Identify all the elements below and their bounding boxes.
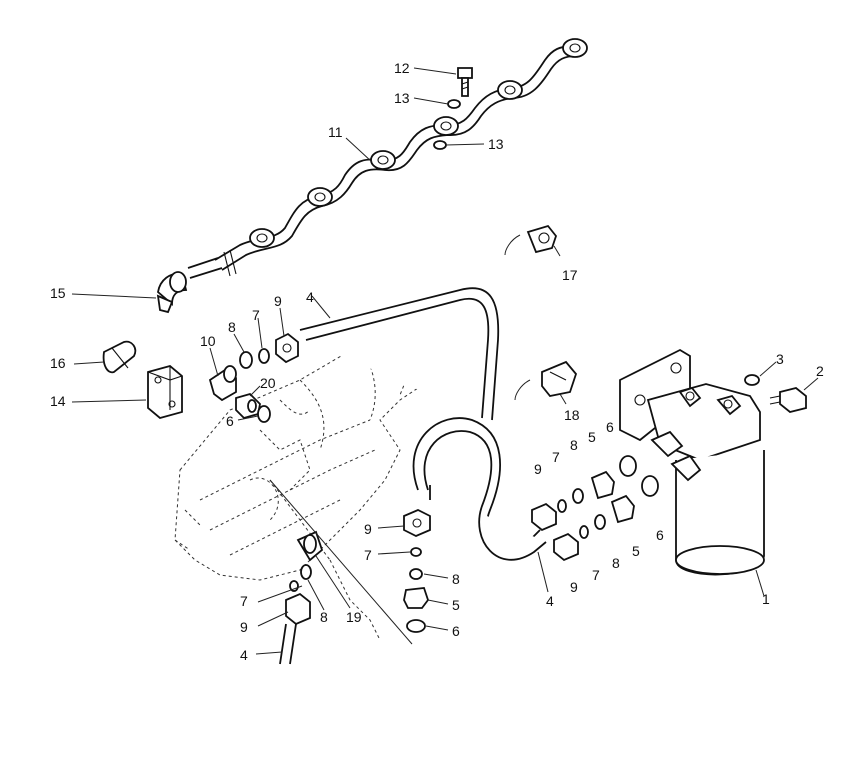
fitting-stack-vertical: [403, 509, 431, 633]
callout-4: 4: [546, 593, 554, 609]
callout-8: 8: [612, 555, 620, 571]
callout-11: 11: [328, 124, 343, 140]
callout-15: 15: [50, 285, 66, 301]
callout-18: 18: [564, 407, 580, 423]
fuel-rail-icon: [187, 38, 588, 279]
callout-5: 5: [588, 429, 596, 445]
callout-6: 6: [606, 419, 614, 435]
olive: [239, 351, 253, 369]
washer: [433, 140, 447, 150]
callout-9: 9: [534, 461, 542, 477]
callout-7: 7: [552, 449, 560, 465]
fuel-pipe-lower: [279, 623, 297, 665]
callout-3: 3: [776, 351, 784, 367]
callout-8: 8: [228, 319, 236, 335]
banjo-bolt: [457, 67, 473, 97]
bolt: [769, 387, 807, 413]
callout-9: 9: [364, 521, 372, 537]
pipe-clip: [526, 224, 558, 254]
callout-5: 5: [632, 543, 640, 559]
callout-16: 16: [50, 355, 66, 371]
leader-lines: [71, 67, 819, 655]
olive: [300, 564, 312, 580]
callout-19: 19: [346, 609, 362, 625]
callout-13: 13: [488, 136, 504, 152]
banjo-fitting: [102, 340, 137, 374]
callout-7: 7: [240, 593, 248, 609]
callout-8: 8: [452, 571, 460, 587]
callout-6: 6: [656, 527, 664, 543]
callout-6: 6: [226, 413, 234, 429]
callout-12: 12: [394, 60, 410, 76]
washer: [447, 99, 461, 109]
callout-6: 6: [452, 623, 460, 639]
callout-4: 4: [240, 647, 248, 663]
fitting-stack-upper: [531, 455, 637, 532]
callout-13: 13: [394, 90, 410, 106]
fuel-filter-icon: [619, 348, 765, 576]
washer: [257, 405, 271, 423]
washer: [744, 374, 760, 386]
callout-8: 8: [320, 609, 328, 625]
callout-17: 17: [562, 267, 578, 283]
callout-9: 9: [274, 293, 282, 309]
callout-9: 9: [570, 579, 578, 595]
callout-2: 2: [816, 363, 824, 379]
callout-7: 7: [364, 547, 372, 563]
callout-5: 5: [452, 597, 460, 613]
union-block: [147, 365, 183, 419]
fuel-pipe: [299, 287, 500, 421]
callout-9: 9: [240, 619, 248, 635]
elbow-union: [156, 271, 188, 314]
callout-4: 4: [306, 289, 314, 305]
union-20: [235, 392, 261, 420]
callout-8: 8: [570, 437, 578, 453]
nut: [275, 332, 299, 364]
fuel-pipe-loop: [412, 417, 547, 561]
connector-10: [208, 365, 237, 402]
callout-1: 1: [762, 591, 770, 607]
callout-labels: 12 13 11 13 17 15 4 9 8 7 10 16 3 2 20 1…: [50, 60, 824, 663]
banjo-19: [296, 530, 324, 562]
callout-20: 20: [260, 375, 276, 391]
callout-7: 7: [252, 307, 260, 323]
callout-7: 7: [592, 567, 600, 583]
callout-10: 10: [200, 333, 216, 349]
callout-14: 14: [50, 393, 66, 409]
olive: [258, 348, 270, 364]
fitting-stack-lower: [553, 475, 659, 562]
nut: [285, 592, 311, 626]
pipe-clip: [541, 360, 578, 397]
